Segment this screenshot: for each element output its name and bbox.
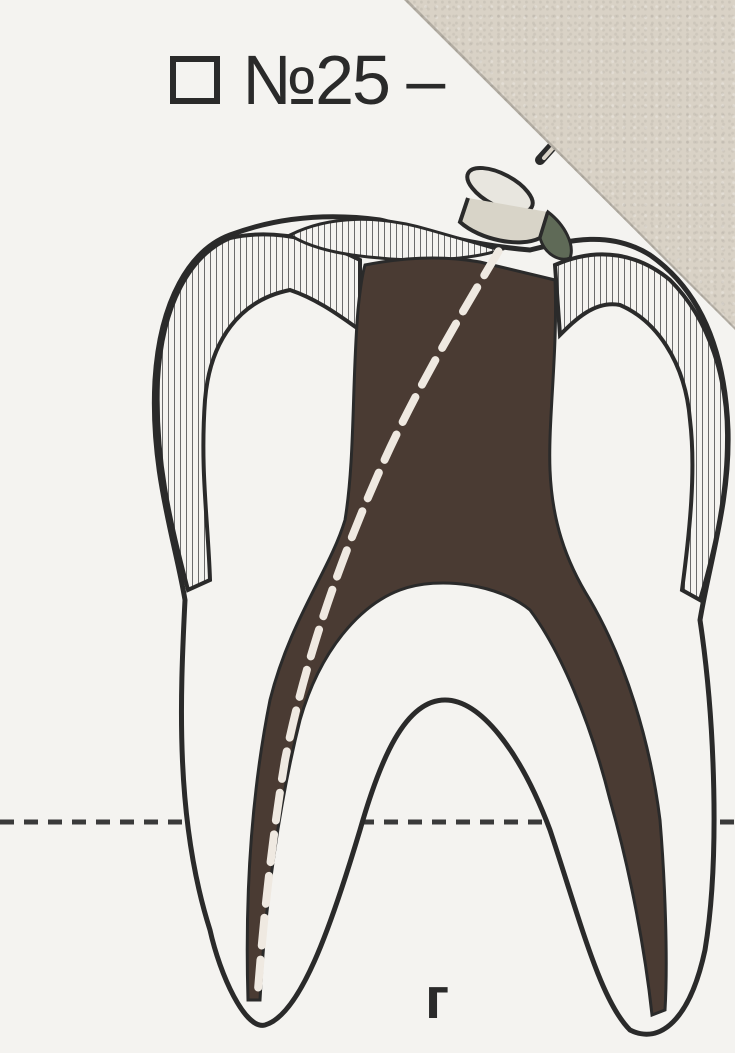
- file-shaft-highlight: [544, 114, 583, 158]
- figure-letter: г: [425, 970, 449, 1028]
